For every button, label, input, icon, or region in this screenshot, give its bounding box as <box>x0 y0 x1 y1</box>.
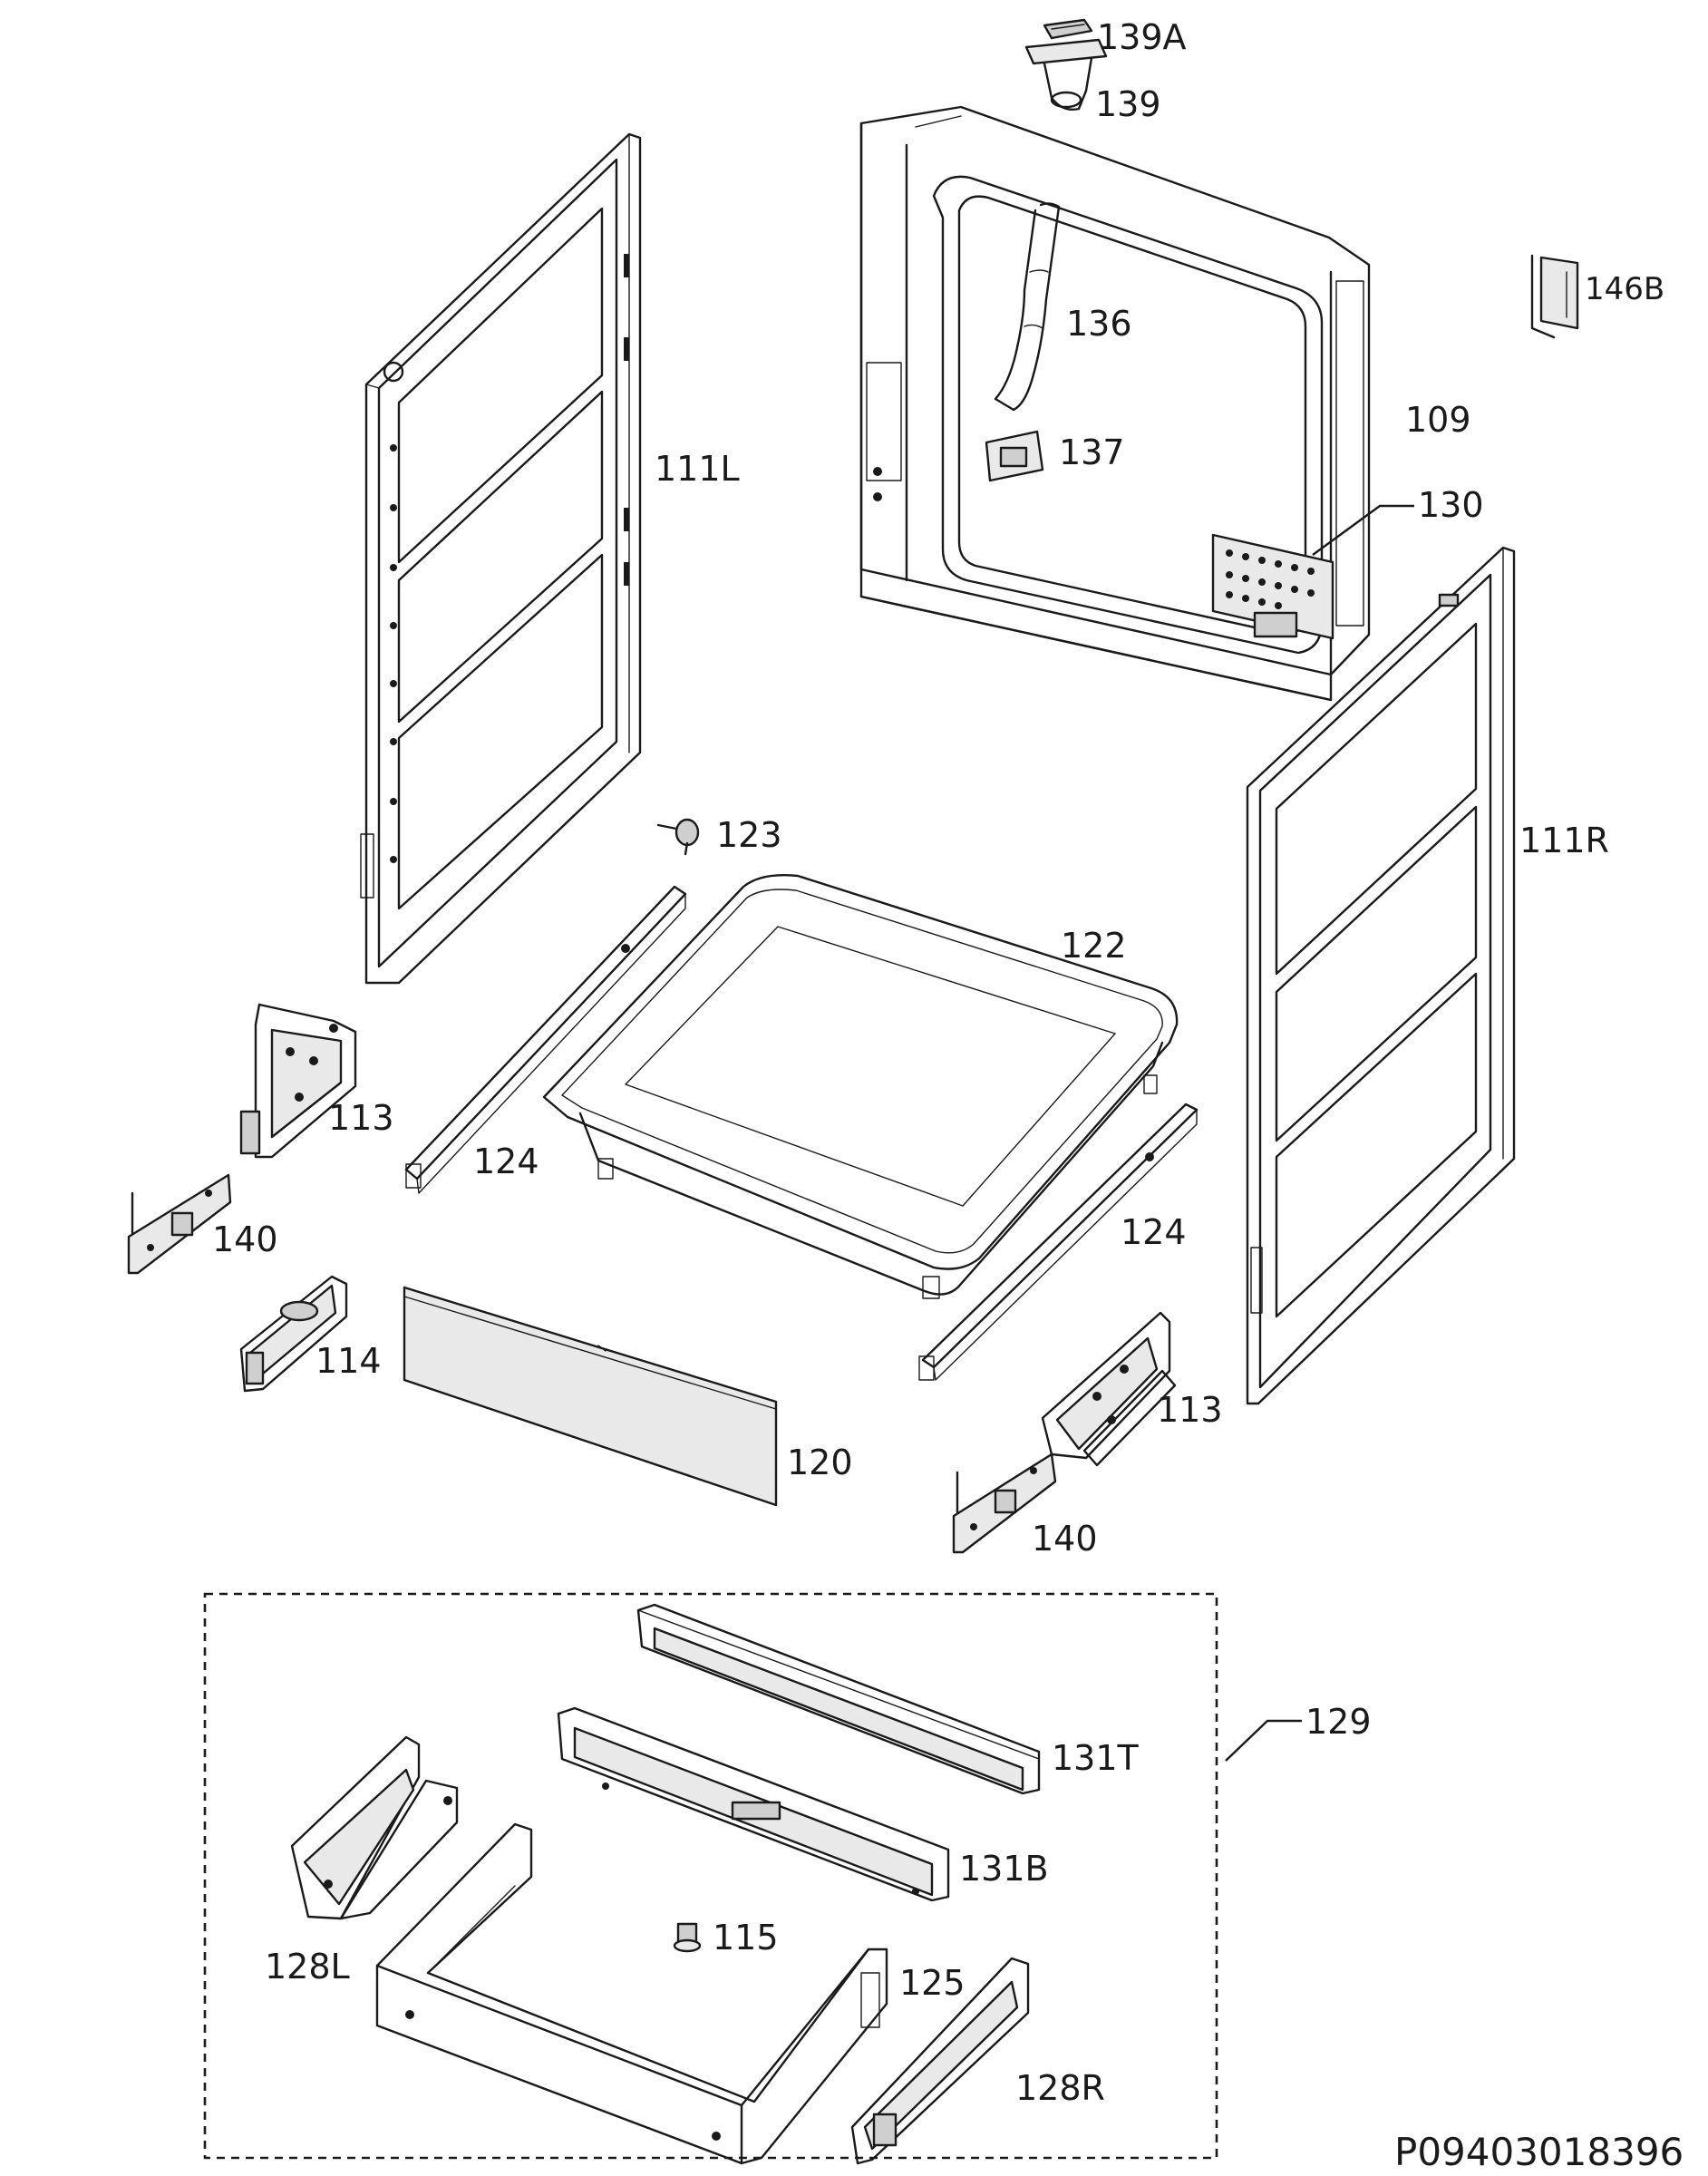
label-146B: 146B <box>1585 271 1664 307</box>
part-146B-bracket <box>1530 254 1579 339</box>
label-111L: 111L <box>655 449 740 489</box>
part-128R-right-base-rail <box>850 1957 1030 2165</box>
part-124-right-rail <box>918 1103 1199 1381</box>
part-124-left-rail <box>404 885 687 1194</box>
part-136-hose <box>994 202 1061 412</box>
group-129-drawer-base-box <box>203 1592 1218 2160</box>
label-122: 122 <box>1061 926 1127 966</box>
part-131B-bottom-crossmember <box>557 1706 950 1902</box>
label-137: 137 <box>1059 432 1125 472</box>
label-124-left: 124 <box>473 1141 539 1181</box>
label-130: 130 <box>1418 485 1484 525</box>
label-123: 123 <box>716 815 782 855</box>
label-114: 114 <box>315 1341 382 1381</box>
part-128L-left-base-rail <box>290 1735 459 1920</box>
label-129: 129 <box>1305 1702 1372 1742</box>
part-122-drawer-tray <box>542 874 1179 1299</box>
part-139A-vent-cap <box>1043 18 1093 40</box>
leader-129 <box>1225 1719 1302 1762</box>
part-139-vent-duct <box>1024 38 1108 111</box>
label-139: 139 <box>1095 84 1161 124</box>
label-111R: 111R <box>1519 821 1609 860</box>
part-114-hinge-receiver <box>239 1275 348 1393</box>
label-136: 136 <box>1066 304 1132 344</box>
label-125: 125 <box>899 1963 966 2003</box>
leader-130 <box>1312 504 1414 556</box>
part-115-foot <box>673 1922 702 1953</box>
part-113-left-hinge-bracket <box>239 1003 357 1159</box>
part-123-screw <box>656 818 700 856</box>
label-140-left: 140 <box>212 1219 278 1259</box>
label-131T: 131T <box>1052 1738 1140 1778</box>
label-120: 120 <box>787 1443 853 1482</box>
part-113-right-hinge-bracket <box>1041 1311 1177 1467</box>
part-111R-right-side-panel <box>1246 546 1516 1405</box>
label-140-right: 140 <box>1032 1519 1098 1559</box>
part-140-right-hinge <box>952 1452 1057 1554</box>
label-113-left: 113 <box>328 1098 394 1138</box>
label-128R: 128R <box>1015 2068 1105 2108</box>
label-115: 115 <box>713 1918 779 1957</box>
label-128L: 128L <box>265 1947 350 1987</box>
label-139A: 139A <box>1097 17 1187 57</box>
part-120-drawer-front-panel <box>403 1286 778 1507</box>
part-140-left-hinge <box>127 1173 232 1275</box>
label-131B: 131B <box>959 1849 1049 1889</box>
part-111L-left-side-panel <box>360 132 642 985</box>
part-109-oven-cavity <box>859 105 1371 702</box>
label-109: 109 <box>1405 400 1471 440</box>
label-113-right: 113 <box>1157 1390 1223 1430</box>
part-130-vent-plate <box>1211 533 1334 640</box>
part-125-base-frame <box>375 1822 888 2165</box>
part-131T-top-crossmember <box>636 1603 1041 1795</box>
part-137-gasket <box>985 430 1044 482</box>
document-number: P09403018396 <box>1394 2130 1684 2174</box>
label-124-right: 124 <box>1121 1212 1187 1252</box>
